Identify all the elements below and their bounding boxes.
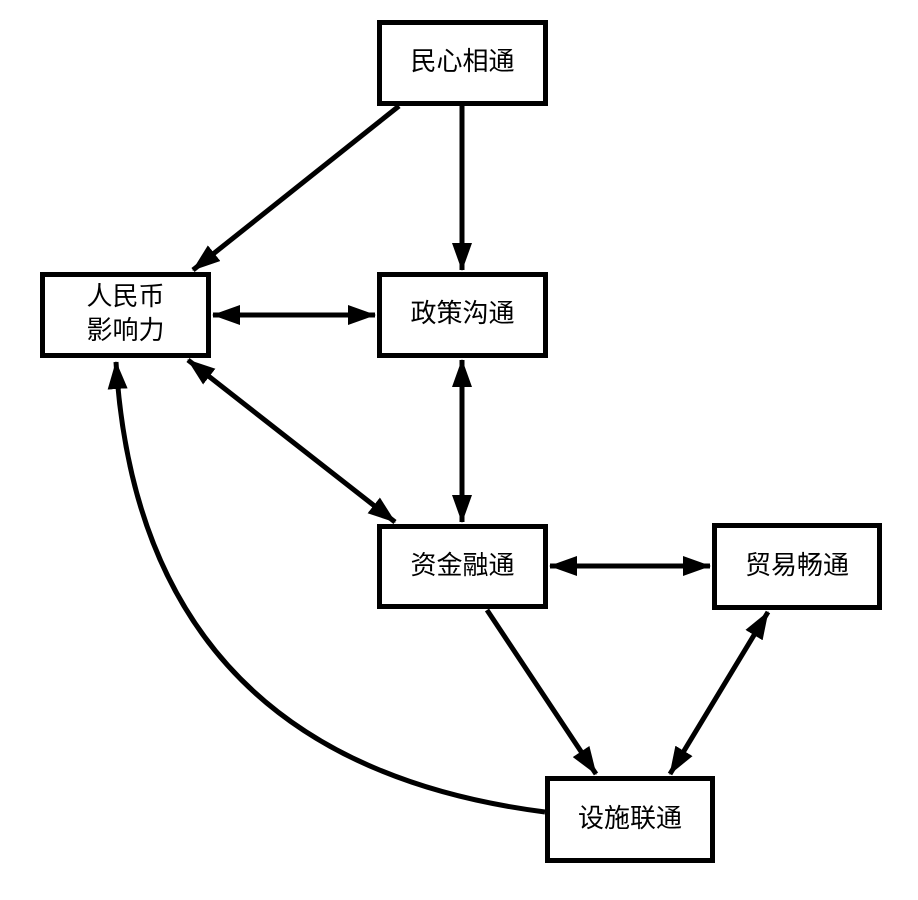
node-minxin-xiangtong: 民心相通 bbox=[377, 20, 548, 106]
node-sheshi-liantong: 设施联通 bbox=[545, 776, 715, 863]
node-zijin-rongtong: 资金融通 bbox=[377, 524, 548, 609]
node-label: 人民币 影响力 bbox=[86, 282, 165, 346]
node-label: 贸易畅通 bbox=[744, 550, 849, 581]
edge-minxin-renminbi bbox=[191, 104, 401, 272]
edge-sheshi-maoyi bbox=[667, 610, 771, 776]
node-maoyi-changtong: 贸易畅通 bbox=[712, 523, 882, 610]
node-zhengce-goutong: 政策沟通 bbox=[377, 272, 548, 358]
node-label: 设施联通 bbox=[577, 803, 682, 834]
edge-zijin-sheshi bbox=[484, 608, 599, 776]
node-label: 政策沟通 bbox=[410, 299, 515, 330]
node-label: 民心相通 bbox=[410, 47, 515, 78]
node-renminbi-yingxiangli: 人民币 影响力 bbox=[40, 272, 211, 358]
edge-sheshi-renminbi-curved bbox=[107, 361, 546, 815]
node-label: 资金融通 bbox=[410, 550, 515, 581]
edge-renminbi-zijin bbox=[186, 358, 397, 524]
